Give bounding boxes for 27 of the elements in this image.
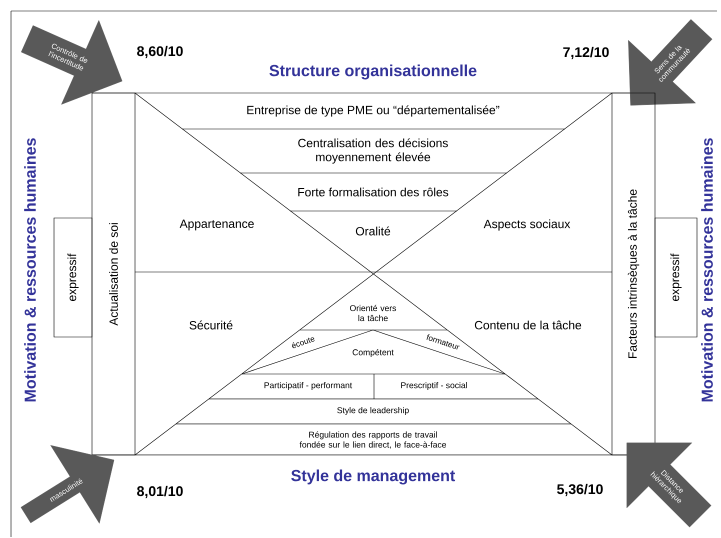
column-box: Facteurs intrinsèques à la tâche: [612, 92, 656, 456]
band-text: Centralisation des décisions moyennement élevée: [298, 138, 448, 164]
band-text: Orienté vers la tâche: [350, 304, 396, 322]
score-text: 5,36/10: [557, 484, 603, 496]
region-text: Appartenance: [180, 220, 254, 230]
section-title: Style de management: [291, 470, 456, 484]
band-text: Style de leadership: [337, 407, 409, 415]
line-label: écoute: [292, 337, 315, 348]
band-text: Entreprise de type PME ou “départementalisée”: [247, 105, 500, 117]
band-text: Compétent: [352, 348, 394, 357]
band-text: Forte formalisation des rôles: [298, 188, 448, 196]
section-title: Structure organisationnelle: [269, 64, 476, 80]
region-text: Sécurité: [190, 320, 232, 330]
band-text: Prescriptif - social: [401, 382, 467, 390]
section-title: Motivation & ressources humaines: [701, 138, 713, 402]
band-text: Participatif - performant: [264, 382, 352, 390]
region-text: Aspects sociaux: [484, 219, 570, 231]
text-box: expressif: [54, 218, 92, 338]
column-box: Actualisation de soi: [92, 92, 136, 456]
score-text: 7,12/10: [563, 46, 609, 60]
band-text: Régulation des rapports de travail fondée sur le lien direct, le face-à-face: [300, 431, 446, 449]
band-text: Oralité: [356, 226, 390, 236]
score-text: 8,01/10: [137, 486, 183, 498]
score-text: 8,60/10: [137, 46, 183, 58]
section-title: Motivation & ressources humaines: [24, 138, 36, 402]
region-text: Contenu de la tâche: [474, 320, 582, 330]
text-box: expressif: [654, 218, 698, 338]
